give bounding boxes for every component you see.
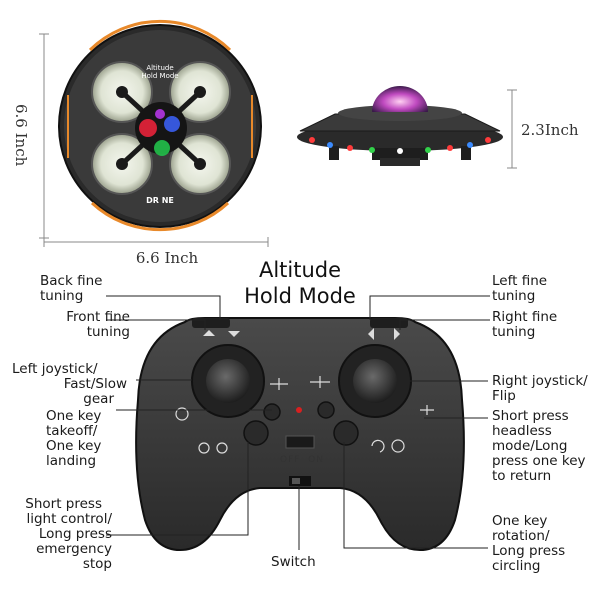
drone-side-view bbox=[297, 86, 503, 166]
drone-altitude-label: Altitude Hold Mode bbox=[141, 64, 179, 80]
label-left-joystick: Left joystick/ Fast/Slow gear bbox=[12, 361, 127, 407]
label-right-joystick: Right joystick/Flip bbox=[492, 373, 588, 404]
dimension-top-width: 6.6 Inch bbox=[135, 249, 199, 267]
dimension-lines bbox=[39, 33, 517, 247]
remote-controller bbox=[135, 317, 465, 552]
drone-top-view bbox=[58, 19, 262, 232]
switch-labels: OFF ON bbox=[280, 455, 324, 465]
label-light-control: Short press light control/ Long press em… bbox=[25, 496, 112, 572]
page-title: Altitude Hold Mode bbox=[244, 258, 356, 308]
dimension-top-height: 6.6 Inch bbox=[12, 104, 30, 167]
callout-lines bbox=[106, 295, 490, 550]
dimension-side-height: 2.3Inch bbox=[521, 121, 579, 139]
drone-brand-logo: DR NE bbox=[146, 196, 174, 205]
label-switch: Switch bbox=[271, 554, 316, 570]
